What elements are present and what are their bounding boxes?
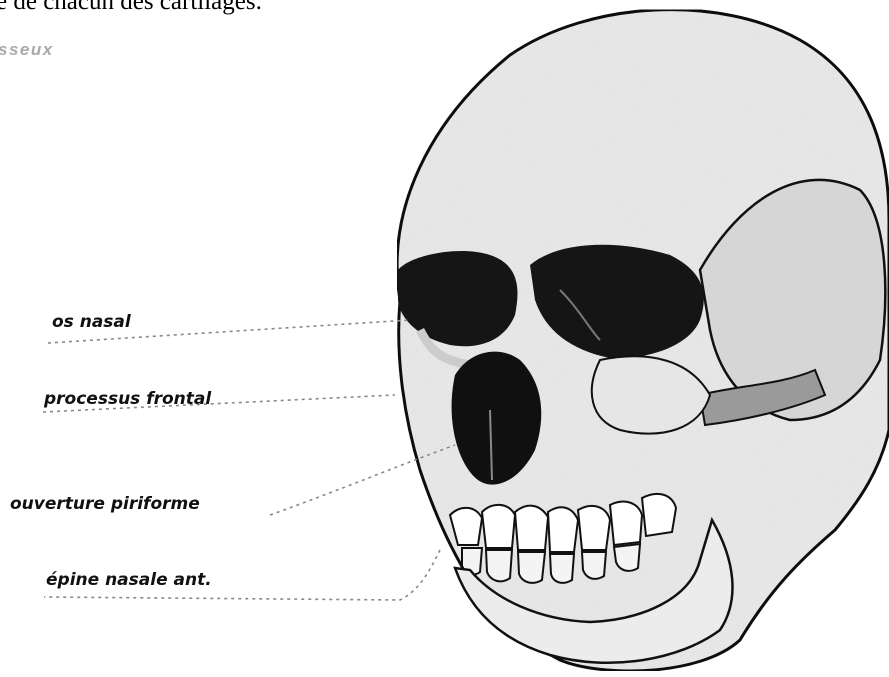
- label-ouverture-piriforme: ouverture piriforme: [10, 494, 200, 514]
- label-processus-frontal: processus frontal: [44, 389, 211, 409]
- label-epine-nasale: épine nasale ant.: [46, 570, 212, 590]
- label-os-nasal: os nasal: [52, 312, 131, 332]
- leader-lines: [43, 320, 455, 600]
